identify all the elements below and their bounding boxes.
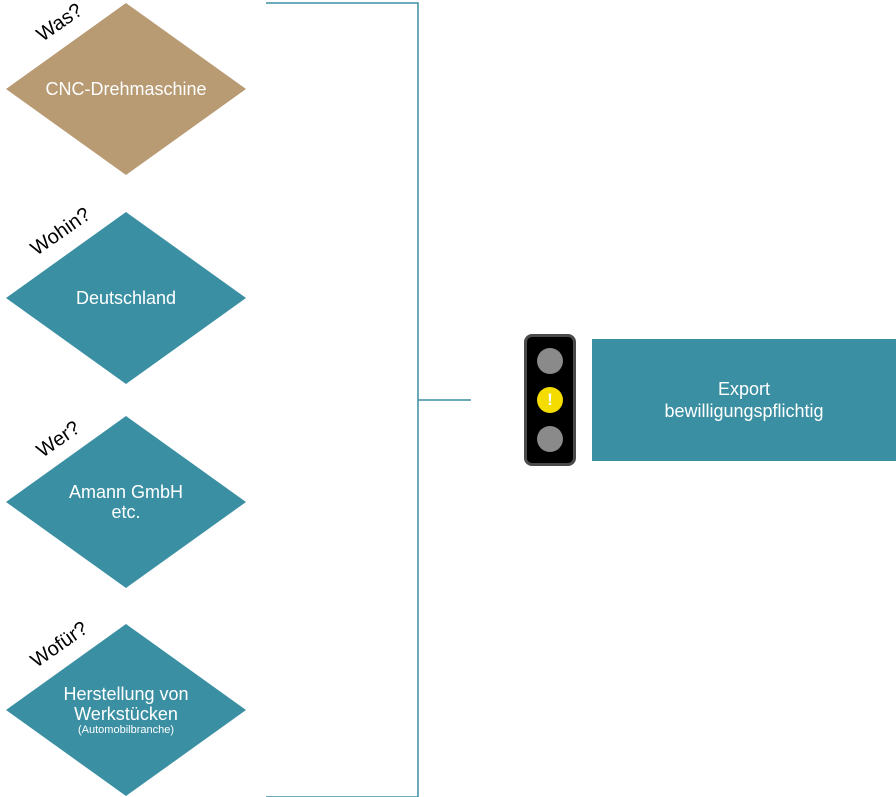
diamond-note: (Automobilbranche) (78, 723, 174, 736)
traffic-light-icon: ! (524, 334, 576, 466)
diamond-text: etc. (111, 502, 141, 522)
diamond-text: Deutschland (75, 288, 177, 308)
lamp-bottom (537, 426, 563, 452)
diamond-text: Amann GmbH (68, 482, 184, 502)
lamp-top (537, 348, 563, 374)
diamond-text: Werkstücken (74, 703, 178, 724)
diamond-text: Herstellung von (63, 683, 189, 704)
diamond-text: CNC-Drehmaschine (45, 79, 207, 99)
result-line: Export (717, 379, 771, 399)
warning-symbol: ! (547, 390, 553, 409)
warning-icon: ! (537, 387, 563, 413)
result-line: bewilligungspflichtig (664, 401, 824, 421)
bracket-connector (266, 2, 419, 797)
result-box: Export bewilligungspflichtig (592, 339, 896, 461)
